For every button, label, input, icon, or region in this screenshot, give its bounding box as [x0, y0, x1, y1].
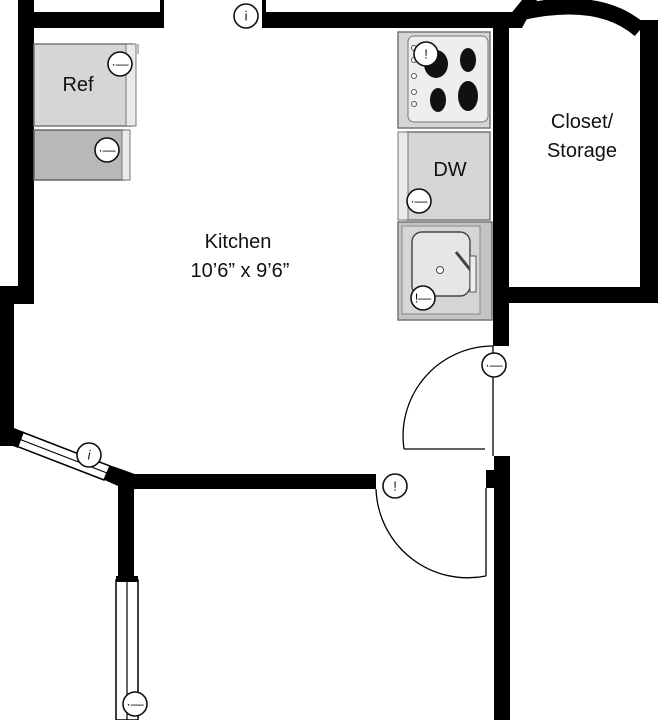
kitchen-dimensions: 10’6” x 9’6” [191, 260, 290, 282]
door-bottom [375, 488, 487, 579]
wall-right-lower [494, 456, 510, 720]
marker-cabinet[interactable]: ·— [94, 137, 120, 163]
marker-stove[interactable]: ! [413, 41, 439, 67]
marker-bottom-door[interactable]: ! [382, 473, 408, 499]
wall-left-upper [18, 12, 34, 304]
wall-top-right [264, 12, 522, 28]
marker-refrigerator-glyph: ·— [111, 57, 128, 72]
kitchen-name: Kitchen [205, 231, 272, 253]
marker-sink-glyph: !— [415, 291, 432, 306]
marker-right-door-glyph: ·— [485, 358, 502, 373]
burner-2 [460, 48, 476, 72]
door-right [402, 345, 494, 456]
closet-curve [520, 0, 646, 37]
wall-closet-bottom [493, 287, 658, 303]
marker-sink[interactable]: !— [410, 285, 436, 311]
wall-right-door-jamb [486, 470, 496, 488]
refrigerator-label: Ref [62, 74, 94, 96]
burner-4 [458, 81, 478, 111]
wall-left-top-stub [18, 0, 34, 40]
wall-top-left-jamb [160, 0, 164, 28]
marker-dishwasher-glyph: ·— [410, 194, 427, 209]
dishwasher-label: DW [433, 159, 466, 181]
marker-bottom-door-glyph: ! [393, 479, 397, 494]
marker-window-bottom-glyph: ·— [126, 697, 143, 712]
wall-top-right-jamb [262, 0, 266, 28]
marker-window-bottom[interactable]: ·— [122, 691, 148, 717]
marker-right-door[interactable]: ·— [481, 352, 507, 378]
sink [397, 221, 493, 321]
wall-left-lower [0, 286, 14, 446]
wall-angled-join [100, 462, 140, 490]
wall-top-left [18, 12, 162, 28]
wall-middle [118, 474, 376, 489]
marker-window-left-glyph: i [88, 448, 92, 463]
wall-left-bottom [118, 476, 134, 584]
marker-refrigerator[interactable]: ·— [107, 51, 133, 77]
closet-label-line1: Closet/ [551, 111, 614, 133]
marker-top-door[interactable]: i [233, 3, 259, 29]
closet-label-line2: Storage [547, 140, 617, 162]
marker-cabinet-glyph: ·— [98, 143, 115, 158]
marker-top-door-glyph: i [245, 9, 248, 24]
stove [397, 31, 491, 129]
marker-stove-glyph: ! [424, 47, 428, 62]
refrigerator: Ref [33, 43, 139, 127]
marker-window-left[interactable]: i [76, 442, 102, 468]
marker-dishwasher[interactable]: ·— [406, 188, 432, 214]
wall-divider [493, 28, 509, 346]
burner-3 [430, 88, 446, 112]
wall-closet-right [640, 20, 658, 303]
